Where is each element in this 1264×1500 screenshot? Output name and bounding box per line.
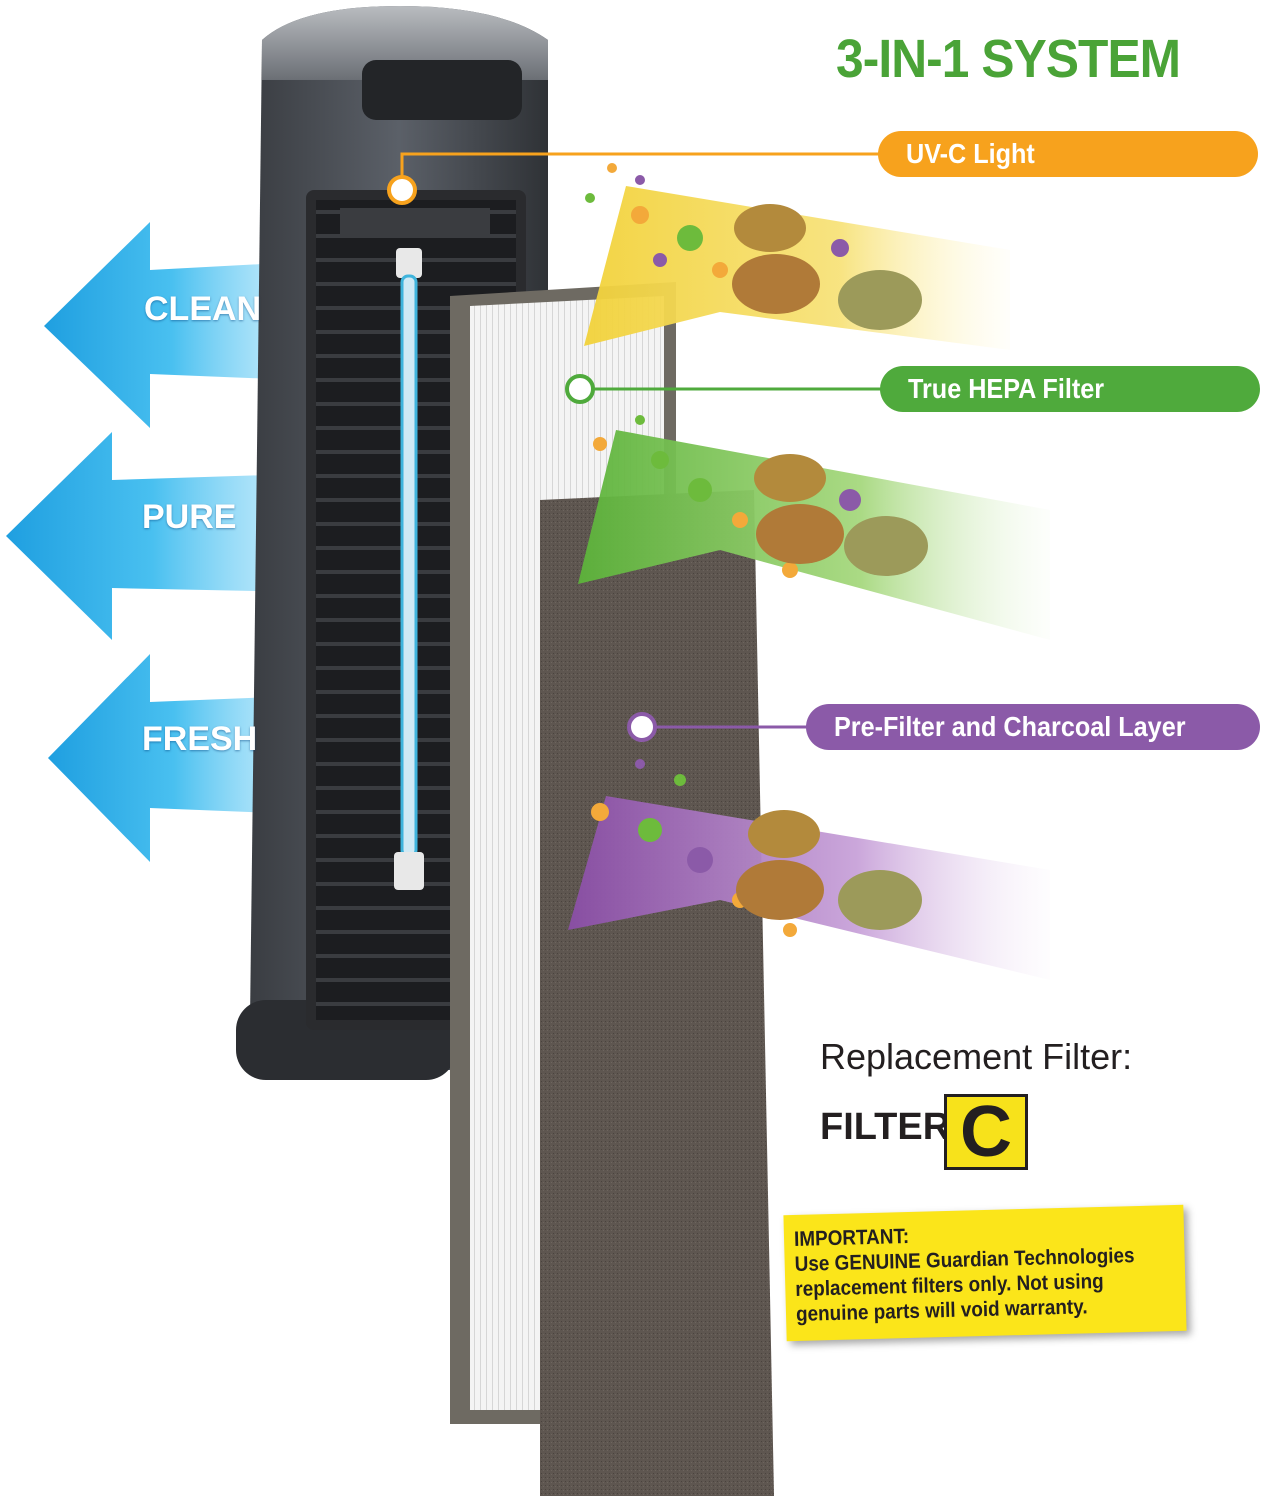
filter-word: FILTER xyxy=(820,1106,951,1148)
system-title: 3-IN-1 SYSTEM xyxy=(836,29,1181,89)
prefilter-callout-line xyxy=(627,712,808,742)
fresh-label: FRESH xyxy=(142,720,258,758)
replacement-filter-label: Replacement Filter: xyxy=(820,1036,1133,1077)
pure-label: PURE xyxy=(142,498,237,536)
pre-filter-label: Pre-Filter and Charcoal Layer xyxy=(806,704,1260,750)
clean-arrow-icon xyxy=(44,222,300,428)
uv-callout-line xyxy=(387,152,880,205)
true-hepa-filter-label: True HEPA Filter xyxy=(880,366,1260,412)
important-notice: IMPORTANT: Use GENUINE Guardian Technolo… xyxy=(783,1204,1187,1342)
filter-letter-badge: C xyxy=(944,1094,1028,1170)
uv-c-light-label: UV-C Light xyxy=(878,131,1258,177)
allergen-images xyxy=(732,204,928,930)
pure-arrow-icon xyxy=(6,432,300,640)
hepa-callout-line xyxy=(565,374,882,404)
particles xyxy=(585,163,876,937)
clean-label: CLEAN xyxy=(144,290,262,328)
fresh-arrow-icon xyxy=(48,654,300,862)
charcoal-prefilter-panel xyxy=(540,490,774,1496)
